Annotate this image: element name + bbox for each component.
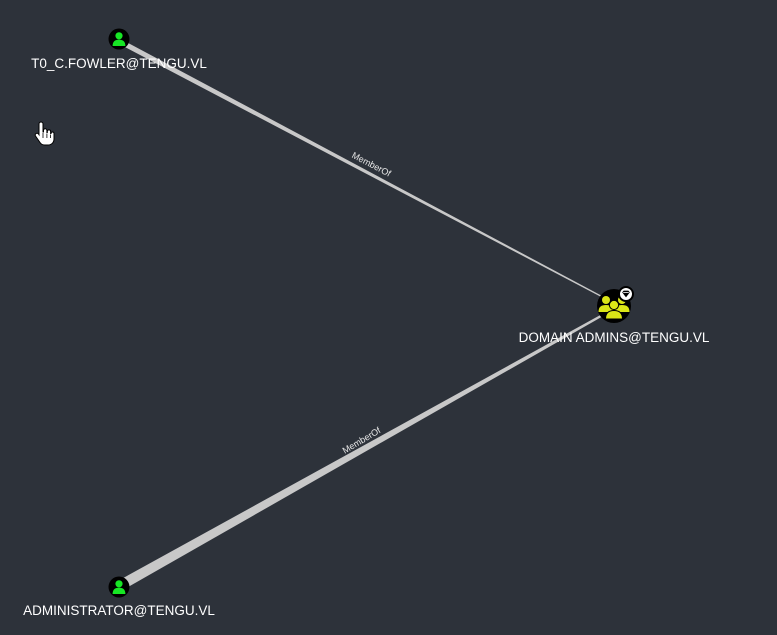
user-icon bbox=[112, 580, 126, 594]
node-label: DOMAIN ADMINS@TENGU.VL bbox=[519, 330, 710, 345]
edge-fowler-memberof-domain-admins[interactable]: MemberOf bbox=[117, 37, 605, 299]
edge-line[interactable] bbox=[117, 37, 605, 299]
hand-pointer-icon bbox=[34, 121, 55, 146]
node-label: ADMINISTRATOR@TENGU.VL bbox=[23, 603, 215, 618]
node-label: T0_C.FOWLER@TENGU.VL bbox=[31, 56, 207, 71]
node-user-administrator[interactable]: ADMINISTRATOR@TENGU.VL bbox=[23, 576, 215, 619]
edge-line[interactable] bbox=[116, 313, 605, 591]
edge-administrator-memberof-domain-admins[interactable]: MemberOf bbox=[116, 313, 605, 591]
node-user-fowler[interactable]: T0_C.FOWLER@TENGU.VL bbox=[31, 28, 207, 72]
node-group-domain-admins[interactable]: DOMAIN ADMINS@TENGU.VL bbox=[519, 286, 710, 345]
user-icon bbox=[112, 32, 126, 46]
high-value-gem-icon bbox=[618, 286, 634, 302]
